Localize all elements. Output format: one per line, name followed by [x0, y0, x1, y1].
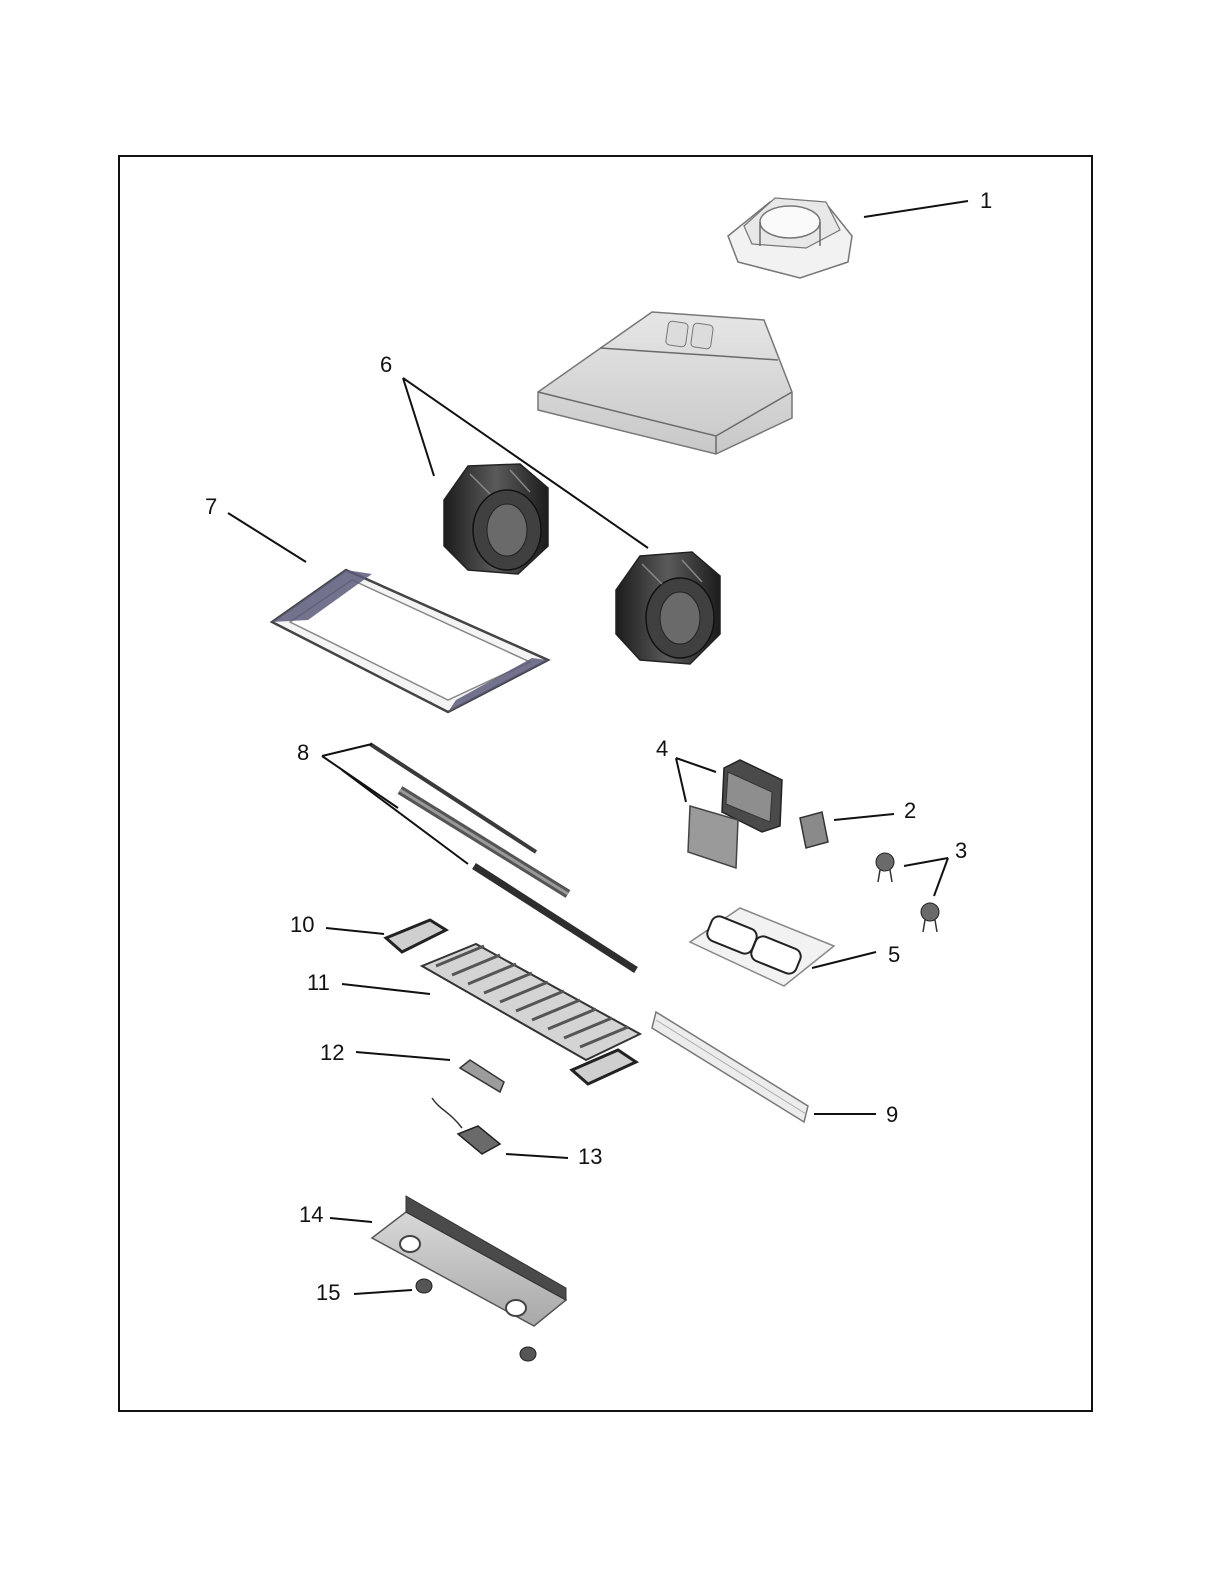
part-light-module: [460, 1060, 504, 1092]
callout-1: 1: [980, 188, 992, 213]
part-front-trim-strip: [652, 1012, 808, 1122]
part-control-board: [800, 812, 828, 848]
part-hood-housing: [538, 312, 792, 454]
callout-8: 8: [297, 740, 309, 765]
part-lamp-socket-a: [876, 853, 894, 882]
callout-5: 5: [888, 942, 900, 967]
callout-13: 13: [578, 1144, 602, 1169]
callout-2: 2: [904, 798, 916, 823]
part-control-box: [688, 760, 782, 868]
callout-7: 7: [205, 494, 217, 519]
callout-3: 3: [955, 838, 967, 863]
part-lamp-socket-b: [921, 903, 939, 932]
part-duct-collar: [728, 198, 852, 278]
part-baffle-filter: [422, 944, 640, 1060]
part-led-driver: [432, 1098, 500, 1154]
callout-10: 10: [290, 912, 314, 937]
callout-12: 12: [320, 1040, 344, 1065]
part-filter-gasket-left: [386, 920, 446, 952]
callout-15: 15: [316, 1280, 340, 1305]
callout-9: 9: [886, 1102, 898, 1127]
part-hood-liner: [272, 570, 548, 712]
part-mounting-plate: [690, 908, 834, 986]
part-front-bracket: [372, 1196, 566, 1326]
callout-11: 11: [307, 970, 330, 995]
callout-14: 14: [299, 1202, 323, 1227]
callout-4: 4: [656, 736, 668, 761]
part-blower-motor-lower: [616, 552, 720, 664]
part-blower-motor-upper: [444, 464, 548, 574]
callout-6: 6: [380, 352, 392, 377]
